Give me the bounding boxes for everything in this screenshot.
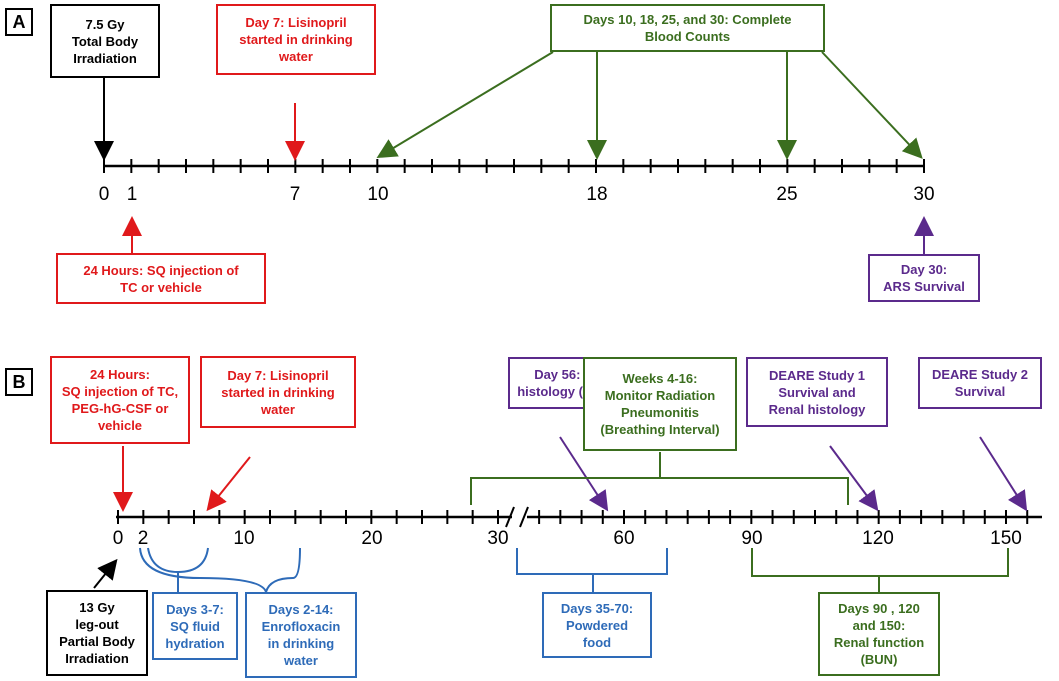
tick-label-b-30: 30 (487, 528, 509, 549)
arrow-b-lisinopril (206, 456, 251, 512)
tick-label-b-60: 60 (613, 528, 635, 549)
panel-b-timeline (116, 506, 1042, 528)
tick-label-a-0: 0 (98, 184, 110, 205)
arrow-b-deare2 (979, 436, 1028, 512)
box-b-deare1: DEARE Study 1 Survival and Renal histolo… (746, 357, 888, 427)
panel-a-label: A (5, 8, 33, 36)
box-b-sq-injection: 24 Hours: SQ injection of TC, PEG-hG-CSF… (50, 356, 190, 444)
panel-a-timeline (103, 159, 925, 173)
box-b-lisinopril: Day 7: Lisinopril started in drinking wa… (200, 356, 356, 428)
bracket-b-sq-fluid (147, 547, 209, 592)
bracket-b-pneumonitis (470, 452, 849, 505)
arrow-b-irradiation (93, 558, 118, 589)
arrow-a-cbc-30 (821, 51, 923, 159)
arrow-b-deare1 (829, 445, 879, 512)
tick-label-b-20: 20 (361, 528, 383, 549)
tick-label-b-120: 120 (862, 528, 894, 549)
tick-label-a-18: 18 (586, 184, 608, 205)
tick-label-b-0: 0 (112, 528, 124, 549)
tick-label-a-1: 1 (126, 184, 138, 205)
tick-label-a-7: 7 (289, 184, 301, 205)
tick-label-a-25: 25 (776, 184, 798, 205)
box-b-deare2: DEARE Study 2 Survival (918, 357, 1042, 409)
box-b-renal-function: Days 90 , 120 and 150: Renal function (B… (818, 592, 940, 676)
tick-label-b-150: 150 (990, 528, 1022, 549)
box-b-pneumonitis: Weeks 4-16: Monitor Radiation Pneumoniti… (583, 357, 737, 451)
box-a-cbc: Days 10, 18, 25, and 30: Complete Blood … (550, 4, 825, 52)
box-a-ars-survival: Day 30: ARS Survival (868, 254, 980, 302)
bracket-b-enrofloxacin (139, 547, 301, 596)
tick-label-b-90: 90 (741, 528, 763, 549)
box-b-irradiation: 13 Gy leg-out Partial Body Irradiation (46, 590, 148, 676)
bracket-b-renal-function (751, 548, 1009, 592)
box-a-irradiation: 7.5 Gy Total Body Irradiation (50, 4, 160, 78)
arrow-a-cbc-10 (376, 51, 554, 159)
tick-label-a-10: 10 (367, 184, 389, 205)
bracket-b-powdered-food (516, 548, 668, 592)
box-b-powdered-food: Days 35-70: Powdered food (542, 592, 652, 658)
box-a-sq-injection: 24 Hours: SQ injection of TC or vehicle (56, 253, 266, 304)
panel-b-label: B (5, 368, 33, 396)
box-b-sq-fluid: Days 3-7: SQ fluid hydration (152, 592, 238, 660)
box-b-enrofloxacin: Days 2-14: Enrofloxacin in drinking wate… (245, 592, 357, 678)
tick-label-b-2: 2 (137, 528, 149, 549)
arrow-b-lung-histology (559, 436, 609, 512)
box-a-lisinopril: Day 7: Lisinopril started in drinking wa… (216, 4, 376, 75)
tick-label-b-10: 10 (233, 528, 255, 549)
tick-label-a-30: 30 (913, 184, 935, 205)
